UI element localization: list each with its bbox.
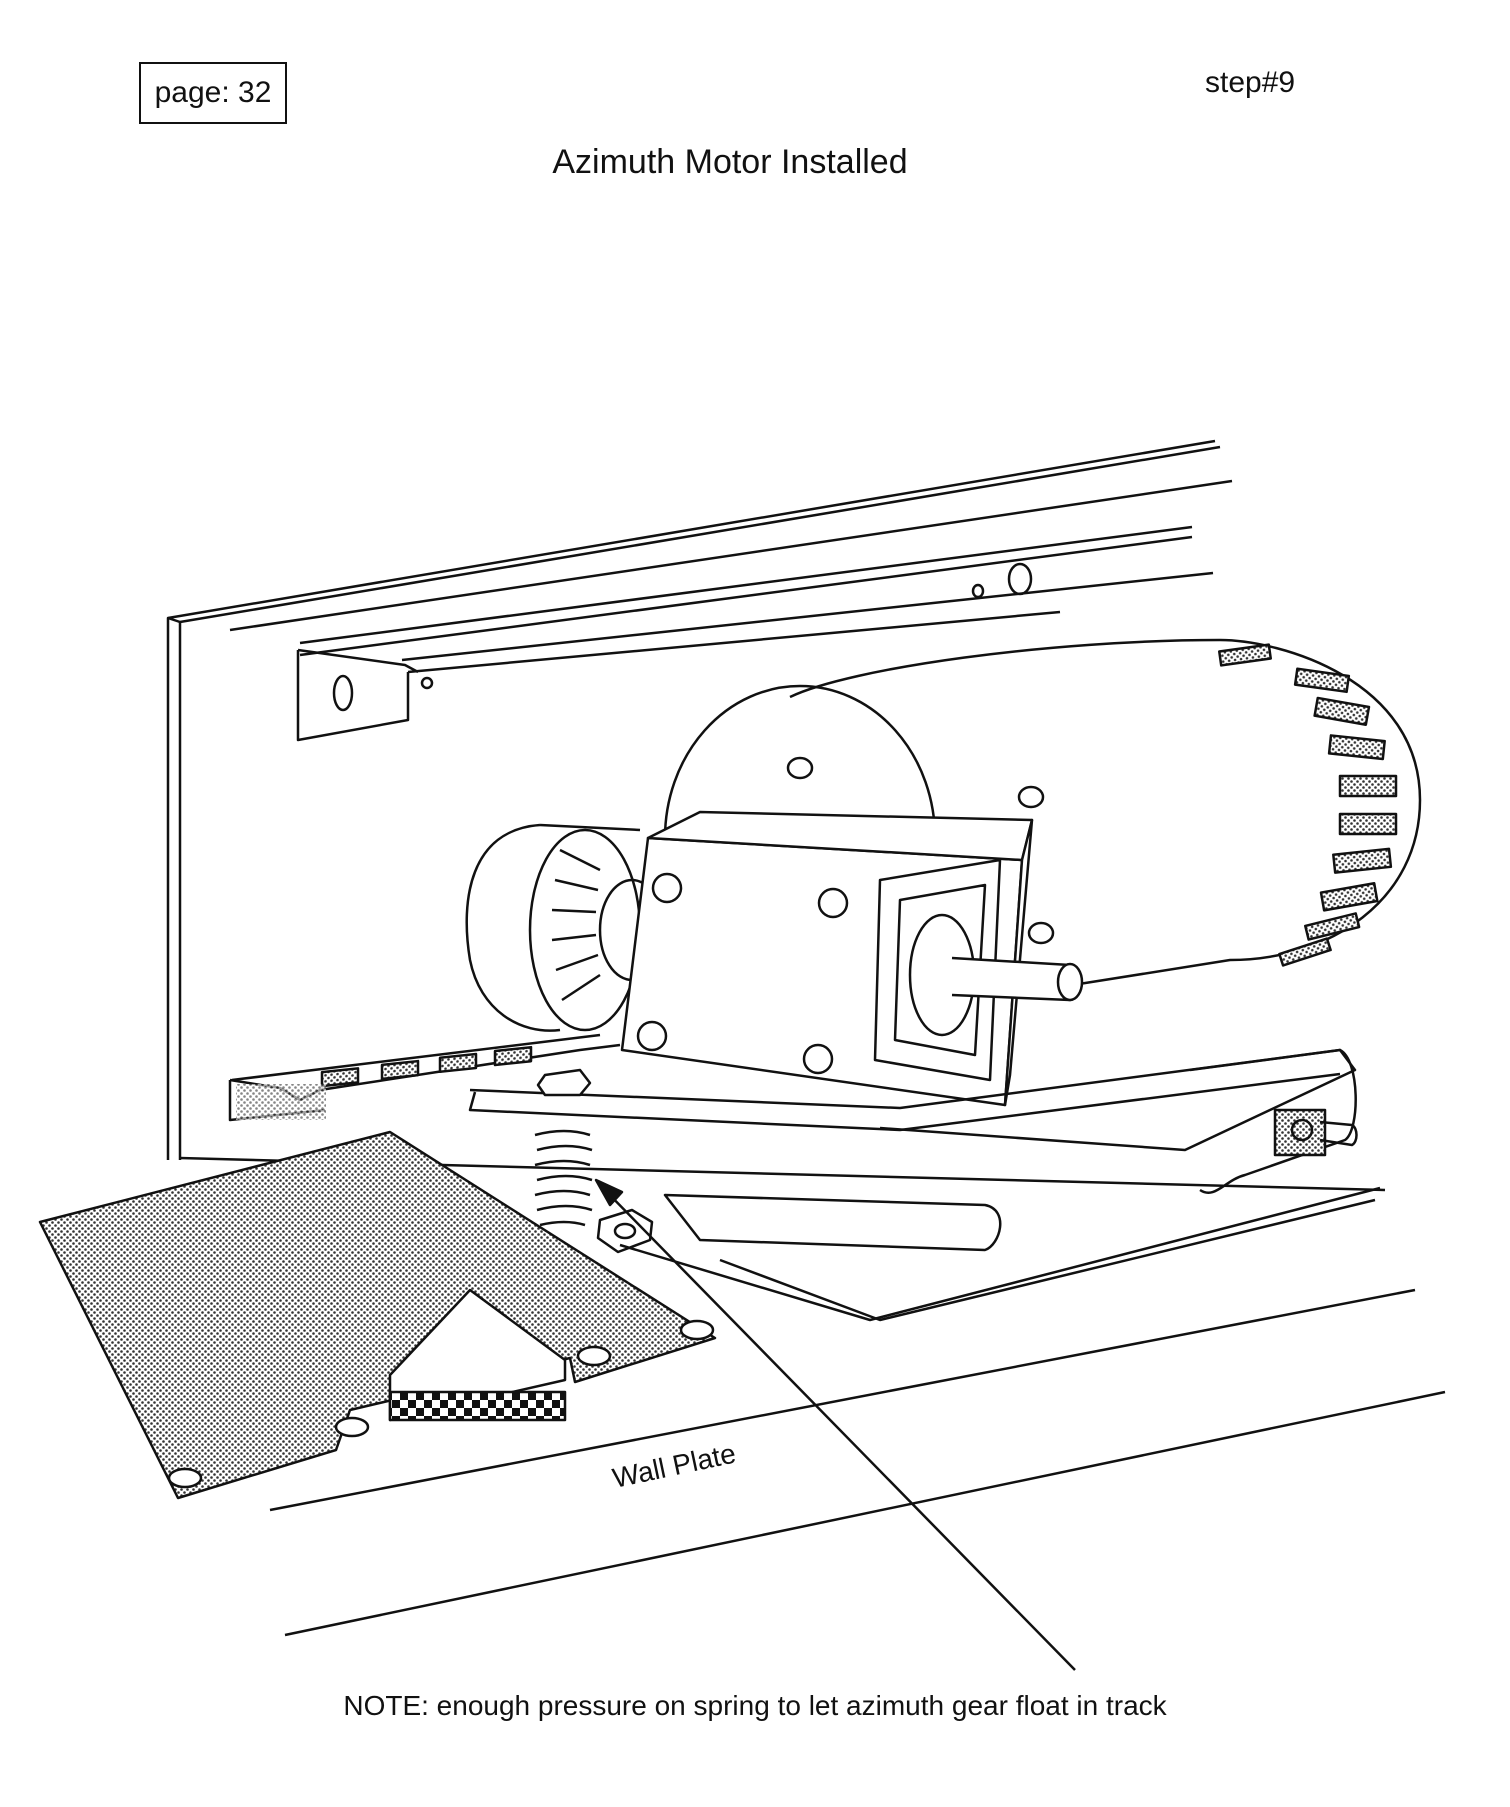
- step-label: step#9: [1205, 66, 1296, 99]
- floor-lines: [269, 1288, 1446, 1637]
- spring-assembly: [534, 1068, 654, 1254]
- page-number-box: page: 32: [139, 62, 287, 124]
- gearbox: [620, 810, 1034, 1107]
- back-wall-plate: [166, 439, 1233, 1160]
- upper-angle-bracket: [296, 610, 1061, 742]
- note-arrow: [594, 1178, 1076, 1671]
- note-text: NOTE: enough pressure on spring to let a…: [343, 1690, 1167, 1721]
- output-shaft: [951, 956, 1084, 1002]
- motor-mount-plate: [468, 1048, 1358, 1194]
- wall-plate: [38, 1130, 717, 1500]
- wall-plate-label: Wall Plate: [610, 1438, 739, 1494]
- lower-angle-bracket: [228, 1033, 621, 1122]
- diagram-title: Azimuth Motor Installed: [552, 143, 908, 181]
- page-number-label: page: 32: [154, 76, 272, 109]
